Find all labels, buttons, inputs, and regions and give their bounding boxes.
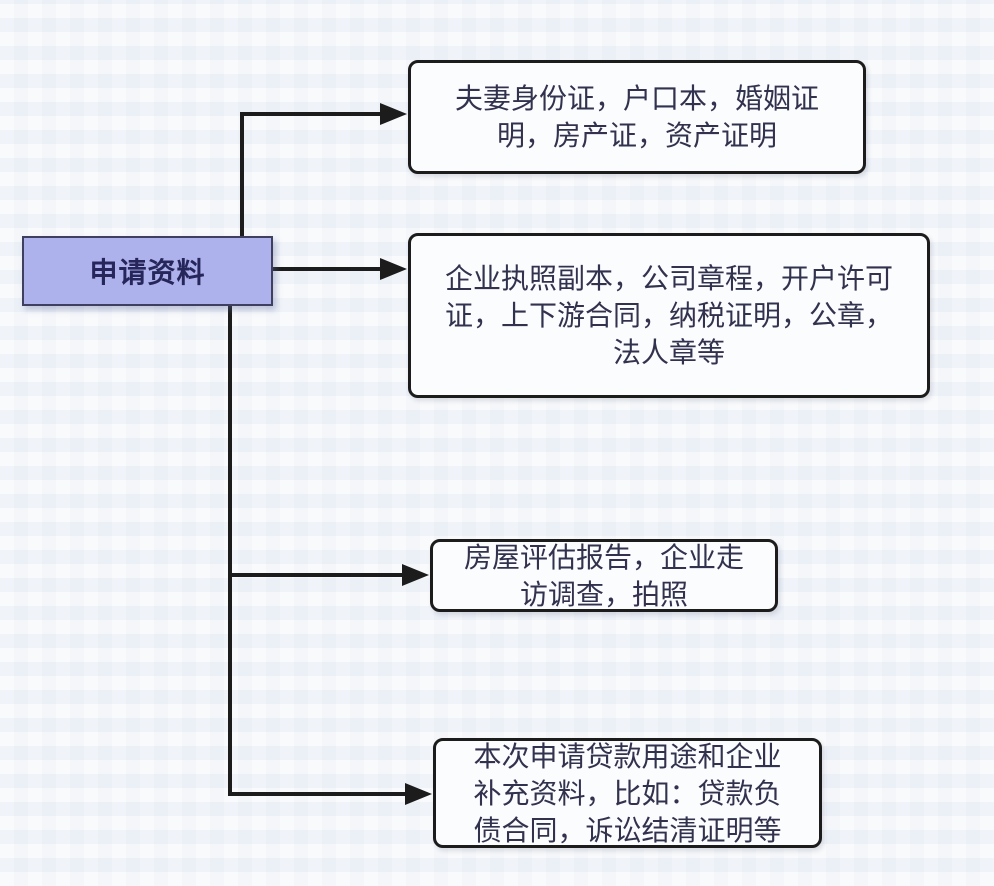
branch-box-text: 本次申请贷款用途和企业 补充资料，比如：贷款负 债合同，诉讼结清证明等 xyxy=(473,740,782,846)
arrowhead-box4-icon xyxy=(405,783,432,805)
branch-box-text: 夫妻身份证，户口本，婚姻证 明，房产证，资产证明 xyxy=(454,83,819,151)
branch-box-personal-documents: 夫妻身份证，户口本，婚姻证 明，房产证，资产证明 xyxy=(408,60,866,174)
root-node-application-materials: 申请资料 xyxy=(22,236,273,306)
arrowhead-box2-icon xyxy=(380,258,407,280)
branch-box-text: 房屋评估报告，企业走 访调查，拍照 xyxy=(463,541,744,610)
arrowhead-box3-icon xyxy=(402,564,429,586)
connector-root-to-box1 xyxy=(240,112,382,238)
branch-box-text: 企业执照副本，公司章程，开户许可 证，上下游合同，纳税证明，公章， 法人章等 xyxy=(444,263,893,368)
branch-box-site-visit-documents: 房屋评估报告，企业走 访调查，拍照 xyxy=(430,539,778,612)
branch-box-loan-purpose-documents: 本次申请贷款用途和企业 补充资料，比如：贷款负 债合同，诉讼结清证明等 xyxy=(433,738,822,848)
root-node-label: 申请资料 xyxy=(89,257,206,288)
arrowhead-box1-icon xyxy=(380,103,407,125)
branch-box-company-documents: 企业执照副本，公司章程，开户许可 证，上下游合同，纳税证明，公章， 法人章等 xyxy=(408,233,930,398)
